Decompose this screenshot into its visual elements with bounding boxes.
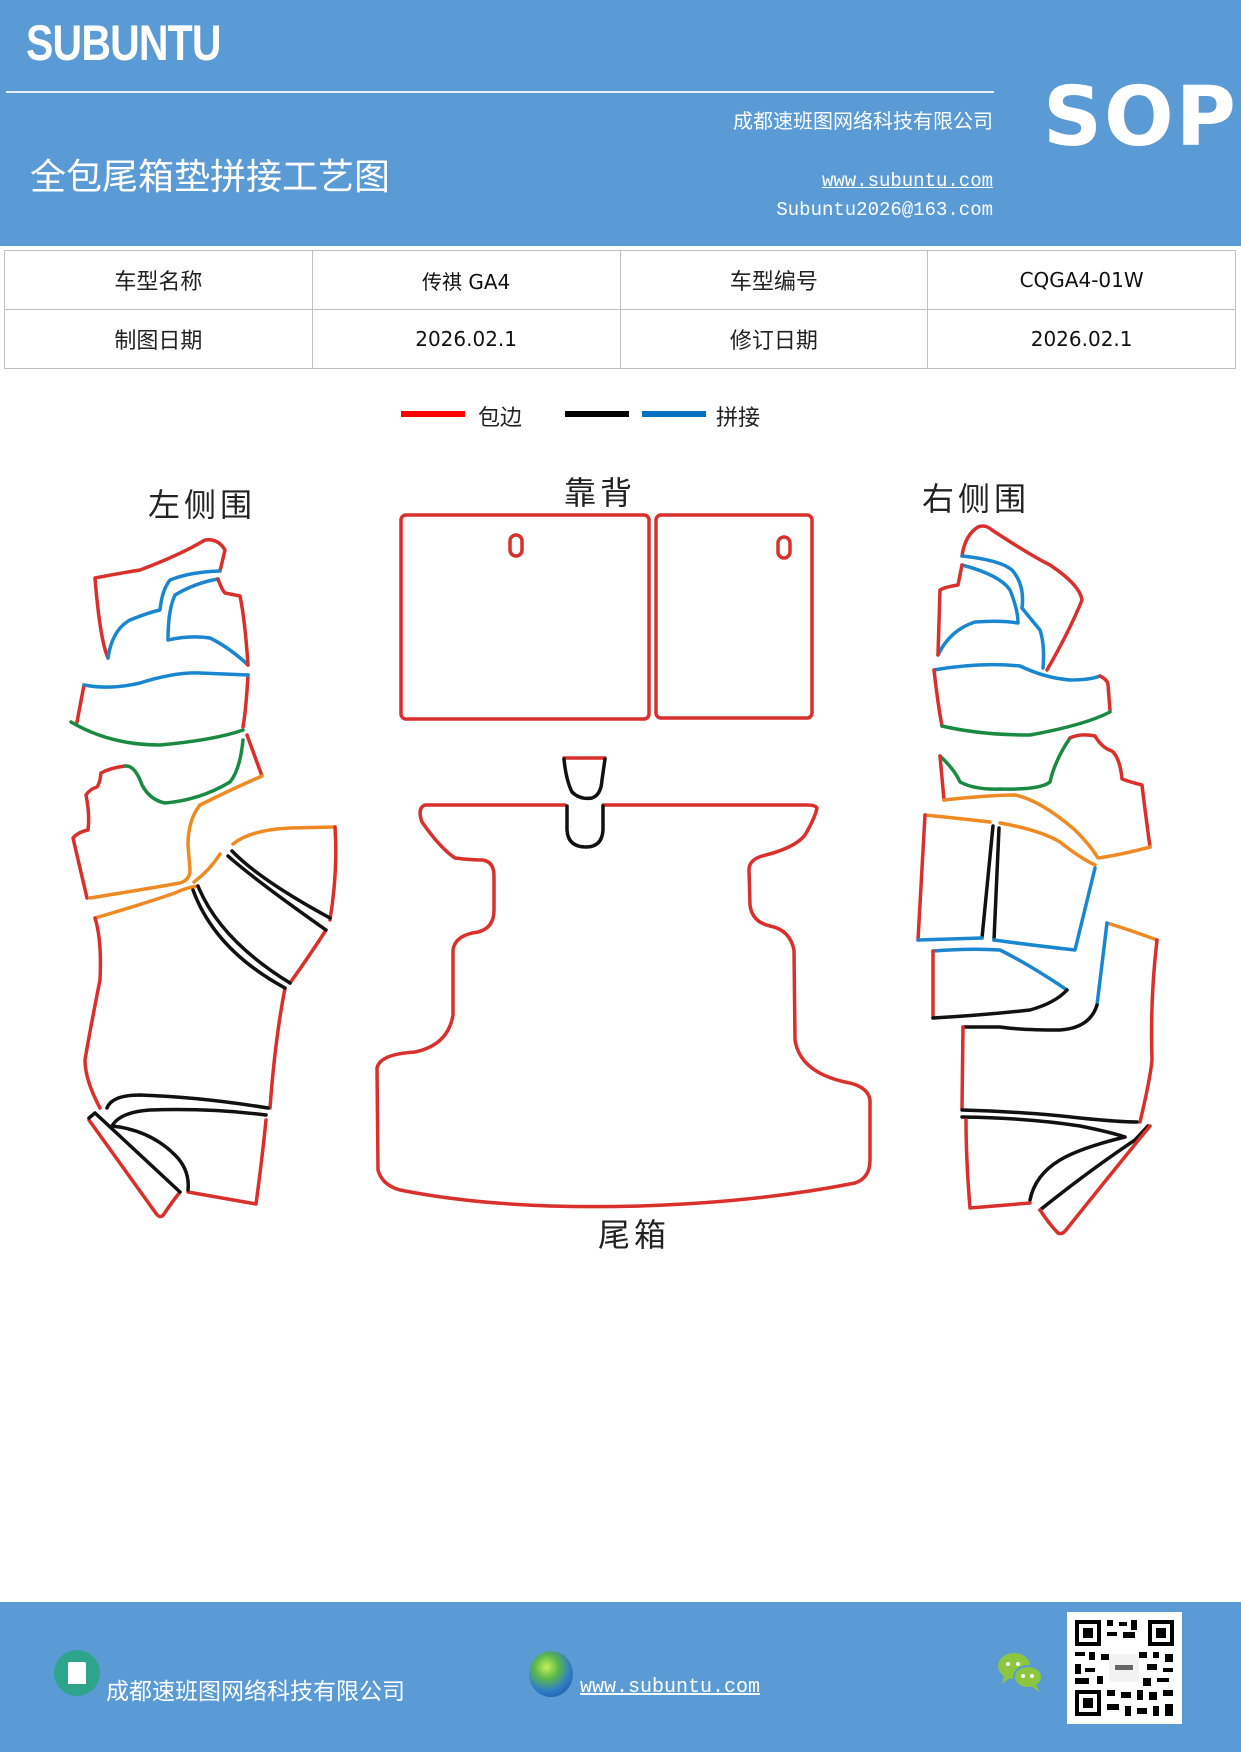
backrest-left-panel xyxy=(399,513,651,721)
vehicle-name-value: 传祺 GA4 xyxy=(311,250,621,310)
header-banner: SUBUNTU 成都速班图网络科技有限公司 全包尾箱垫拼接工艺图 www.sub… xyxy=(0,0,1241,246)
globe-icon xyxy=(529,1651,573,1697)
right-side-label: 右侧围 xyxy=(922,480,1031,518)
qr-code xyxy=(1067,1612,1182,1724)
legend-label-edging: 包边 xyxy=(478,406,523,431)
trunk-notch-seam xyxy=(565,804,605,849)
backrest-hole-right xyxy=(776,535,792,560)
trunk-label: 尾箱 xyxy=(598,1216,671,1254)
wechat-icon xyxy=(998,1653,1043,1692)
legend-swatch-black xyxy=(565,411,629,417)
brand-logo: SUBUNTU xyxy=(26,15,222,71)
legend-swatch-blue xyxy=(642,411,706,417)
company-name: 成都速班图网络科技有限公司 xyxy=(733,109,993,133)
footer-company-name: 成都速班图网络科技有限公司 xyxy=(106,1679,405,1705)
legend: 包边 拼接 xyxy=(0,400,1241,440)
footer-website-link[interactable]: www.subuntu.com xyxy=(580,1676,761,1699)
page-title: 全包尾箱垫拼接工艺图 xyxy=(30,157,391,198)
vehicle-code-label: 车型编号 xyxy=(619,250,929,310)
website-link[interactable]: www.subuntu.com xyxy=(821,170,993,192)
left-side-panel xyxy=(69,537,338,1219)
sop-badge: SOP xyxy=(1043,70,1238,165)
drawing-date-value: 2026.02.1 xyxy=(311,309,621,369)
vehicle-code-value: CQGA4-01W xyxy=(927,250,1236,310)
left-side-label: 左侧围 xyxy=(148,486,257,524)
legend-swatch-red xyxy=(401,411,465,417)
backrest-panels xyxy=(399,513,814,721)
revision-date-label: 修订日期 xyxy=(619,309,929,369)
backrest-hole-left xyxy=(508,533,524,558)
header-divider xyxy=(6,91,994,93)
email-address: Subuntu2026@163.com xyxy=(776,199,993,221)
vehicle-info-table: 车型名称 传祺 GA4 车型编号 CQGA4-01W 制图日期 2026.02.… xyxy=(4,250,1236,369)
right-side-panel xyxy=(916,524,1159,1236)
revision-date-value: 2026.02.1 xyxy=(927,309,1236,369)
drawing-date-label: 制图日期 xyxy=(4,309,313,369)
table-row: 车型名称 传祺 GA4 车型编号 CQGA4-01W xyxy=(4,250,1236,310)
building-icon xyxy=(54,1650,100,1696)
table-row: 制图日期 2026.02.1 修订日期 2026.02.1 xyxy=(4,309,1236,369)
splice-diagram xyxy=(69,513,1159,1236)
trunk-tab-seam xyxy=(562,757,607,801)
trunk-mat xyxy=(375,756,872,1209)
vehicle-name-label: 车型名称 xyxy=(4,250,313,310)
legend-label-splice: 拼接 xyxy=(716,406,761,431)
backrest-right-panel xyxy=(654,513,814,720)
backrest-label: 靠背 xyxy=(564,474,637,512)
